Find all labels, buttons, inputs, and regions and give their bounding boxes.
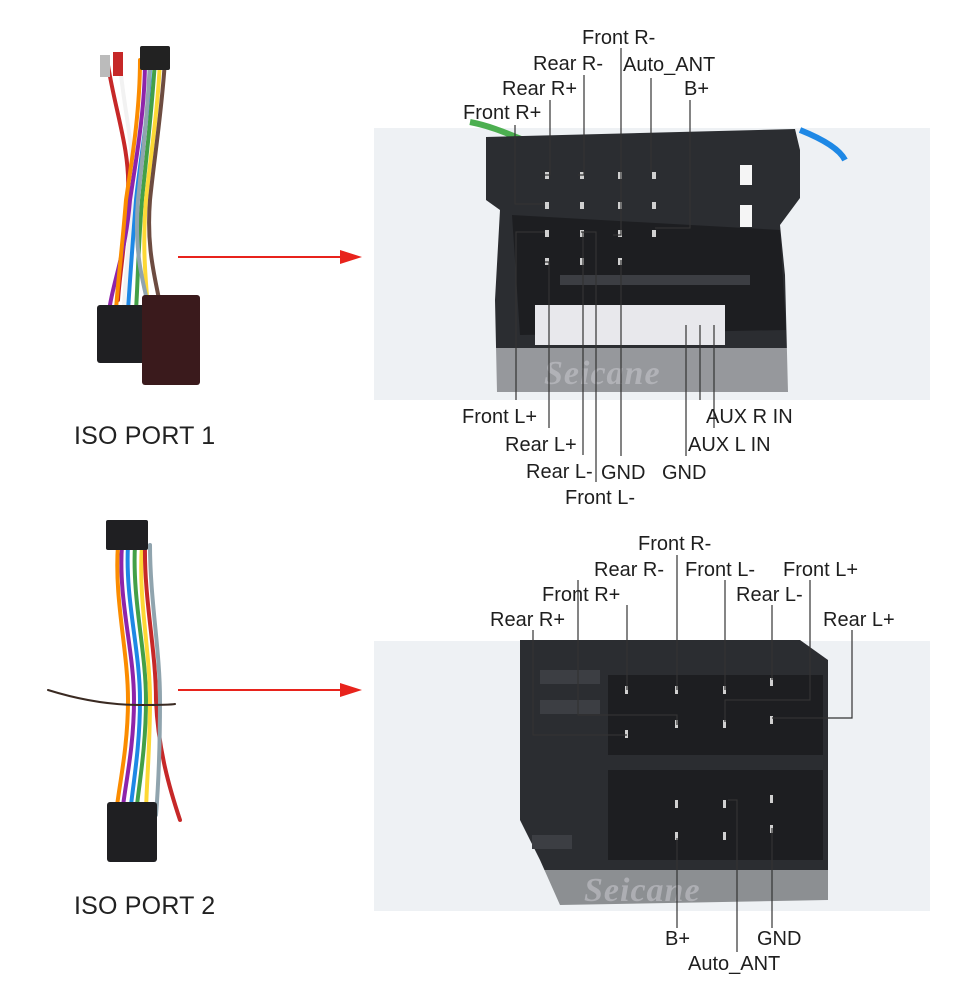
pin-label-aux-r-in: AUX R IN <box>706 406 793 428</box>
pin-label-auto-ant: Auto_ANT <box>688 953 781 975</box>
port2-title: ISO PORT 2 <box>74 892 216 920</box>
watermark-2: Seicane <box>584 872 701 909</box>
pin-label-front-l-plus: Front L+ <box>462 406 538 428</box>
pin-label-gnd: GND <box>757 928 802 950</box>
pin-label-front-l-minus: Front L- <box>565 487 636 509</box>
watermark-1: Seicane <box>544 355 661 392</box>
pin-label-rear-l-minus: Rear L- <box>526 461 593 483</box>
pin-label-b-plus: B+ <box>665 928 691 950</box>
pin-label-front-r-minus: Front R- <box>582 27 656 49</box>
pin-label-rear-r-plus: Rear R+ <box>490 609 566 631</box>
pin-label-gnd: GND <box>662 462 707 484</box>
pin-label-front-r-plus: Front R+ <box>463 102 542 124</box>
pin-label-front-r-plus: Front R+ <box>542 584 621 606</box>
pin-label-auto-ant: Auto_ANT <box>623 54 716 76</box>
pin-label-gnd: GND <box>601 462 646 484</box>
pin-label-front-l-minus: Front L- <box>685 559 756 581</box>
pin-label-rear-r-plus: Rear R+ <box>502 78 578 100</box>
pin-label-aux-l-in: AUX L IN <box>688 434 771 456</box>
pin-label-rear-l-plus: Rear L+ <box>823 609 895 631</box>
pin-label-rear-r-minus: Rear R- <box>594 559 665 581</box>
pin-label-rear-l-plus: Rear L+ <box>505 434 577 456</box>
pin-label-b-plus: B+ <box>684 78 710 100</box>
pin-label-rear-r-minus: Rear R- <box>533 53 604 75</box>
pin-label-front-l-plus: Front L+ <box>783 559 859 581</box>
pin-label-front-r-minus: Front R- <box>638 533 712 555</box>
port1-title: ISO PORT 1 <box>74 422 216 450</box>
pin-label-rear-l-minus: Rear L- <box>736 584 803 606</box>
